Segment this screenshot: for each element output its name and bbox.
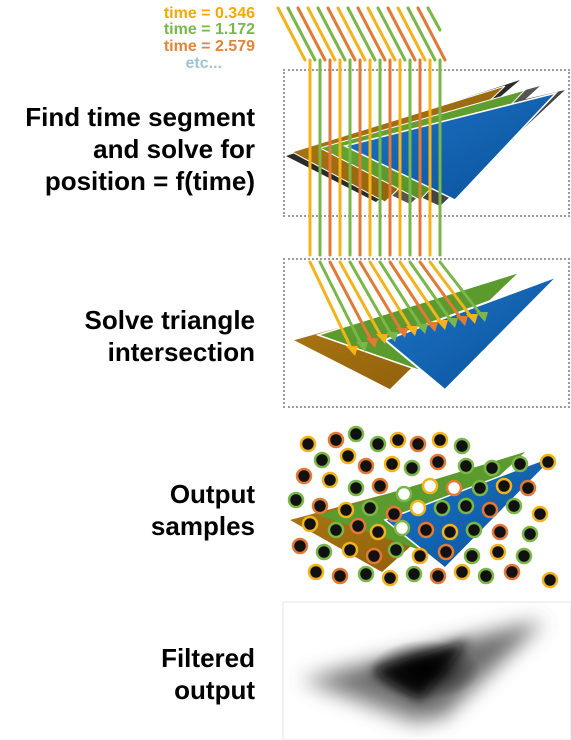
time-label-3: time = 2.579 [163, 38, 255, 55]
sample-dot [489, 543, 507, 561]
sample-dot [521, 525, 539, 543]
sample-dot [337, 501, 355, 519]
sample-dot [453, 563, 471, 581]
sample-dot [541, 571, 559, 589]
sample-dot [433, 499, 451, 517]
sample-dot [393, 519, 411, 537]
sample-dot [471, 479, 489, 497]
sample-dot [307, 563, 325, 581]
stage-1-line-3: position = f(time) [44, 166, 255, 196]
filtered-blob [370, 640, 480, 700]
time-label-etc: etc... [185, 55, 222, 72]
sample-dot [495, 477, 513, 495]
stage-4-label: Filtered output [161, 642, 255, 706]
sample-dot [389, 431, 407, 449]
time-label-2: time = 1.172 [163, 21, 255, 38]
sample-dot [403, 459, 421, 477]
sample-dot [437, 543, 455, 561]
sample-dot [313, 451, 331, 469]
sample-dot [405, 565, 423, 583]
sample-dot [299, 435, 317, 453]
sample-dot [453, 437, 471, 455]
sample-dot [429, 567, 447, 585]
sample-dot [515, 547, 533, 565]
sample-dot [369, 435, 387, 453]
output-samples [287, 425, 559, 589]
sample-dot [483, 459, 501, 477]
sample-dot [381, 569, 399, 587]
sample-dot [417, 521, 435, 539]
stage-2-box [283, 258, 570, 408]
sample-dot [477, 567, 495, 585]
stage-3-line-1: Output [169, 479, 255, 509]
sample-dot [503, 563, 521, 581]
sample-dot [365, 547, 383, 565]
sample-dot [327, 521, 345, 539]
sample-dot [339, 447, 357, 465]
sample-dot [395, 485, 413, 503]
filtered-output [282, 601, 571, 740]
sample-dot [409, 499, 427, 517]
stage-1-triangles [286, 80, 565, 206]
sample-dot [291, 537, 309, 555]
stage-1-line-2: and solve for [93, 134, 255, 164]
time-label-1: time = 0.346 [163, 5, 255, 22]
sample-dot [387, 541, 405, 559]
sample-dot [457, 497, 475, 515]
stage-1-line-1: Find time segment [25, 102, 255, 132]
sample-dot [519, 479, 537, 497]
sample-dot [463, 547, 481, 565]
sample-dot [445, 479, 463, 497]
sample-dot [431, 431, 449, 449]
sample-dot [357, 457, 375, 475]
stage-1-label: Find time segment and solve for position… [25, 101, 255, 197]
sample-dot [429, 453, 447, 471]
sample-dot [327, 431, 345, 449]
sample-dot [505, 497, 523, 515]
stage-2-blue-triangle [383, 275, 559, 392]
stage-3-label: Output samples [151, 478, 255, 542]
sample-dot [385, 505, 403, 523]
stage-2-line-2: intersection [107, 337, 255, 367]
stage-4-line-1: Filtered [161, 643, 255, 673]
rays-group-top [276, 6, 447, 257]
sample-dot [295, 467, 313, 485]
stage-2-line-1: Solve triangle [84, 305, 256, 335]
sample-dot [411, 547, 429, 565]
sample-dot [347, 425, 365, 443]
sample-dot [315, 543, 333, 561]
sample-dot [465, 521, 483, 539]
sample-dot [441, 523, 459, 541]
sample-dot [287, 491, 305, 509]
sample-dot [331, 567, 349, 585]
sample-dot [511, 455, 529, 473]
sample-dot [481, 501, 499, 519]
sample-dot [301, 515, 319, 533]
sample-dot [491, 523, 509, 541]
sample-dot [357, 565, 375, 583]
sample-dot [369, 523, 387, 541]
stage-4-line-2: output [174, 675, 255, 705]
sample-dot [349, 517, 367, 535]
ray-arrowheads [346, 312, 488, 356]
sample-dot [421, 477, 439, 495]
rays-group-stage-2 [308, 260, 484, 352]
sample-dot [371, 477, 389, 495]
sample-dot [361, 499, 379, 517]
sample-dot [383, 455, 401, 473]
sample-dot [409, 435, 427, 453]
stage-3-line-2: samples [150, 511, 255, 541]
stage-2-label: Solve triangle intersection [85, 304, 256, 368]
sample-dot [347, 479, 365, 497]
sample-dot [531, 505, 549, 523]
sample-dot [311, 497, 329, 515]
sample-dot [321, 471, 339, 489]
sample-dot [457, 457, 475, 475]
stage-1-box [283, 69, 570, 217]
sample-dot [341, 541, 359, 559]
sample-dot [539, 453, 557, 471]
